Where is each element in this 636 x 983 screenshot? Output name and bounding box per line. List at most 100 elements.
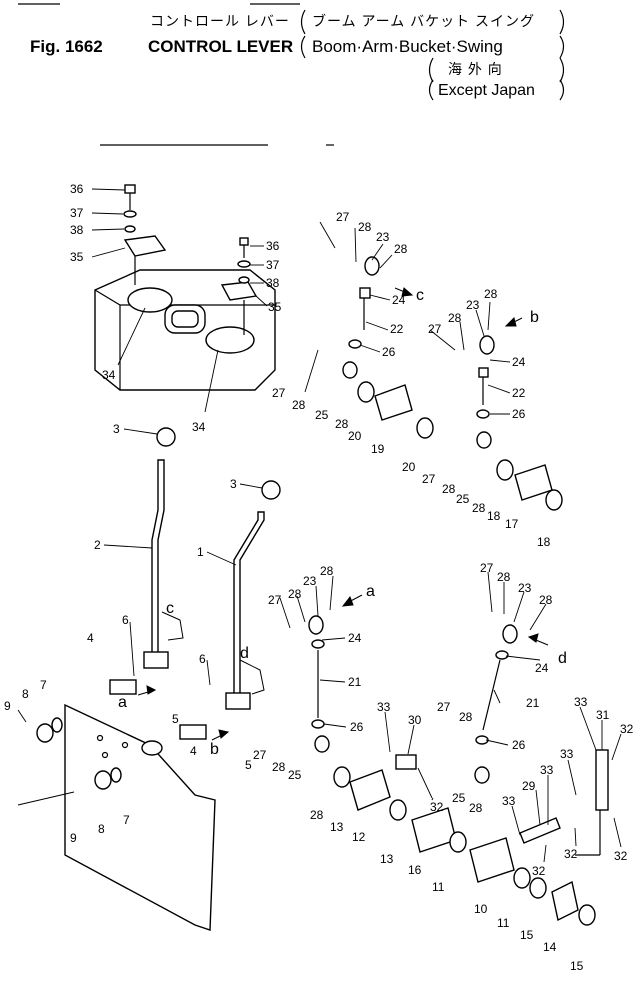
title-jp-paren: ブーム アーム バケット スイング [312, 13, 535, 29]
callout-21: 21 [526, 696, 540, 710]
callout-36: 36 [70, 182, 84, 196]
callout-27: 27 [480, 561, 494, 575]
base-plate [36, 703, 216, 931]
callout-22: 22 [390, 322, 404, 336]
callout-24: 24 [535, 661, 549, 675]
callout-25: 25 [452, 791, 466, 805]
callout-32: 32 [620, 722, 634, 736]
callout-11: 11 [432, 880, 445, 894]
callout-24: 24 [348, 631, 362, 645]
callout-36: 36 [266, 239, 280, 253]
callout-35: 35 [268, 300, 282, 314]
callout-23: 23 [303, 574, 317, 588]
callout-24: 24 [512, 355, 526, 369]
callout-28: 28 [497, 570, 511, 584]
title-en: CONTROL LEVER [148, 37, 293, 56]
callout-32: 32 [614, 849, 628, 863]
callout-23: 23 [376, 230, 390, 244]
callout-26: 26 [350, 720, 364, 734]
levers [109, 427, 281, 740]
callout-27: 27 [253, 748, 267, 762]
callout-13: 13 [330, 820, 344, 834]
callout-25: 25 [456, 492, 470, 506]
callout-26: 26 [512, 407, 526, 421]
callout-19: 19 [371, 442, 385, 456]
callout-20: 20 [402, 460, 416, 474]
callout-6: 6 [122, 613, 129, 627]
callout-32: 32 [430, 800, 444, 814]
arrow-letter-c: c [166, 600, 174, 617]
callout-5: 5 [172, 712, 179, 726]
callout-28: 28 [272, 760, 286, 774]
callout-22: 22 [512, 386, 526, 400]
callout-32: 32 [532, 864, 546, 878]
arrow-letters: c b a d c a d b [118, 287, 567, 758]
callout-28: 28 [358, 220, 372, 234]
callout-numbers: 36 37 38 35 36 37 38 35 34 34 3 3 2 1 6 … [4, 182, 634, 973]
callout-25: 25 [288, 768, 302, 782]
fig-label: Fig. 1662 [30, 37, 103, 56]
callout-1: 1 [197, 545, 204, 559]
arrow-letter-b: b [210, 741, 219, 758]
callout-27: 27 [272, 386, 286, 400]
callout-18: 18 [537, 535, 551, 549]
callout-32: 32 [564, 847, 578, 861]
arrow-letter-a: a [118, 694, 127, 711]
callout-37: 37 [266, 258, 280, 272]
callout-15: 15 [570, 959, 584, 973]
callout-7: 7 [40, 678, 47, 692]
title-jp: コントロール レバー [150, 13, 290, 29]
callout-4: 4 [87, 631, 94, 645]
callout-26: 26 [512, 738, 526, 752]
callout-20: 20 [348, 429, 362, 443]
callout-29: 29 [522, 779, 536, 793]
direction-arrows [137, 287, 549, 741]
callout-38: 38 [266, 276, 280, 290]
callout-2: 2 [94, 538, 101, 552]
callout-24: 24 [392, 293, 406, 307]
callout-33: 33 [574, 695, 588, 709]
callout-13: 13 [380, 852, 394, 866]
callout-28: 28 [320, 564, 334, 578]
callout-17: 17 [505, 517, 519, 531]
callout-28: 28 [484, 287, 498, 301]
arrow-letter-c: c [416, 287, 424, 304]
callout-23: 23 [518, 581, 532, 595]
callout-8: 8 [22, 687, 29, 701]
callout-14: 14 [543, 940, 557, 954]
callout-28: 28 [448, 311, 462, 325]
callout-28: 28 [292, 398, 306, 412]
callout-28: 28 [288, 587, 302, 601]
except-en: Except Japan [438, 82, 535, 99]
callout-25: 25 [315, 408, 329, 422]
callout-28: 28 [539, 593, 553, 607]
callout-21: 21 [348, 675, 362, 689]
callout-31: 31 [596, 708, 610, 722]
callout-18: 18 [487, 509, 501, 523]
linkage-assemblies [308, 256, 609, 926]
paren-en: Boom·Arm·Bucket·Swing [312, 37, 503, 56]
callout-27: 27 [437, 700, 451, 714]
arrow-letter-d: d [240, 645, 249, 662]
callout-3: 3 [230, 477, 237, 491]
except-jp: 海 外 向 [448, 61, 503, 77]
callout-4: 4 [190, 744, 197, 758]
callout-11: 11 [497, 916, 510, 930]
arrow-letter-b: b [530, 309, 539, 326]
callout-26: 26 [382, 345, 396, 359]
callout-5: 5 [245, 758, 252, 772]
callout-28: 28 [442, 482, 456, 496]
callout-34: 34 [102, 368, 116, 382]
callout-28: 28 [469, 801, 483, 815]
callout-23: 23 [466, 298, 480, 312]
callout-10: 10 [474, 902, 488, 916]
callout-34: 34 [192, 420, 206, 434]
callout-12: 12 [352, 830, 366, 844]
callout-37: 37 [70, 206, 84, 220]
callout-30: 30 [408, 713, 422, 727]
callout-28: 28 [335, 417, 349, 431]
callout-27: 27 [336, 210, 350, 224]
callout-28: 28 [472, 501, 486, 515]
callout-33: 33 [502, 794, 516, 808]
